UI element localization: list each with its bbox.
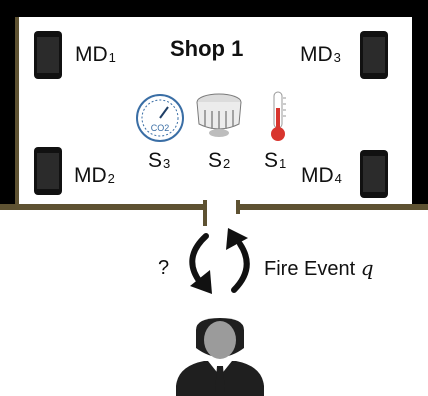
phone-icon-md3 — [360, 31, 388, 79]
sensor-label-s2-id: S — [208, 149, 223, 172]
co2-icon-text: CO2 — [151, 123, 170, 133]
sensor-label-s3-sub: 3 — [163, 156, 171, 171]
right-wall — [412, 14, 428, 208]
sensor-label-s2: S2 — [208, 150, 230, 171]
sync-arrowhead-bottom — [190, 270, 212, 294]
device-label-md1: MD1 — [75, 44, 116, 65]
device-label-md1-sub: 1 — [108, 50, 116, 65]
sync-arrowhead-top — [226, 228, 248, 250]
left-wall — [0, 14, 15, 208]
sensor-label-s2-sub: 2 — [223, 156, 231, 171]
device-label-md4: MD4 — [301, 165, 342, 186]
device-label-md3-sub: 3 — [333, 50, 341, 65]
device-label-md2-id: MD — [74, 164, 107, 187]
sensor-label-s1-sub: 1 — [279, 156, 287, 171]
device-label-md2: MD2 — [74, 165, 115, 186]
roof-bar — [0, 0, 428, 17]
sync-arrows-icon — [189, 233, 250, 293]
floor-left — [0, 204, 207, 210]
sensor-label-s1: S1 — [264, 150, 286, 171]
sensor-label-s3-id: S — [148, 149, 163, 172]
person-icon — [176, 318, 264, 396]
co2-sensor-icon: CO2 — [136, 94, 184, 142]
device-label-md4-sub: 4 — [334, 171, 342, 186]
device-label-md3-id: MD — [300, 43, 333, 66]
fire-event-text: Fire Event — [264, 258, 356, 280]
fire-event-variable: q — [360, 256, 374, 280]
phone-icon-md1 — [34, 31, 62, 79]
phone-icon-md4 — [360, 150, 388, 198]
thermometer-icon — [271, 91, 286, 141]
door-post-right — [236, 200, 240, 214]
device-label-md4-id: MD — [301, 164, 334, 187]
device-label-md2-sub: 2 — [107, 171, 115, 186]
sensor-label-s3: S3 — [148, 150, 170, 171]
left-wall-trim — [15, 17, 19, 207]
device-label-md1-id: MD — [75, 43, 108, 66]
floor-right — [236, 204, 428, 210]
phone-icon-md2 — [34, 147, 62, 195]
smoke-detector-icon — [196, 93, 242, 137]
device-label-md3: MD3 — [300, 44, 341, 65]
door-post-left — [203, 200, 207, 226]
question-mark: ? — [158, 257, 170, 279]
shop-title: Shop 1 — [170, 36, 244, 61]
sensor-label-s1-id: S — [264, 149, 279, 172]
fire-event-label: Fire Event q — [264, 258, 374, 279]
